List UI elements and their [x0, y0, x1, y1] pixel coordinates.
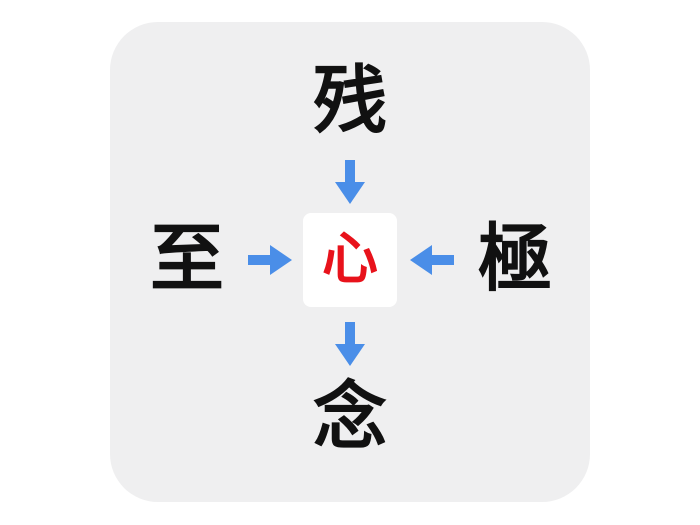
answer-kanji: 心 — [322, 227, 378, 292]
arrow-right-icon — [248, 245, 292, 275]
answer-box: 心 — [303, 213, 397, 307]
bottom-kanji: 念 — [313, 374, 387, 460]
arrow-down-icon — [335, 322, 365, 366]
right-kanji: 極 — [478, 216, 552, 302]
arrow-down-icon — [335, 160, 365, 204]
arrow-left-icon — [410, 245, 454, 275]
left-kanji: 至 — [150, 216, 224, 302]
top-kanji: 残 — [313, 58, 387, 144]
